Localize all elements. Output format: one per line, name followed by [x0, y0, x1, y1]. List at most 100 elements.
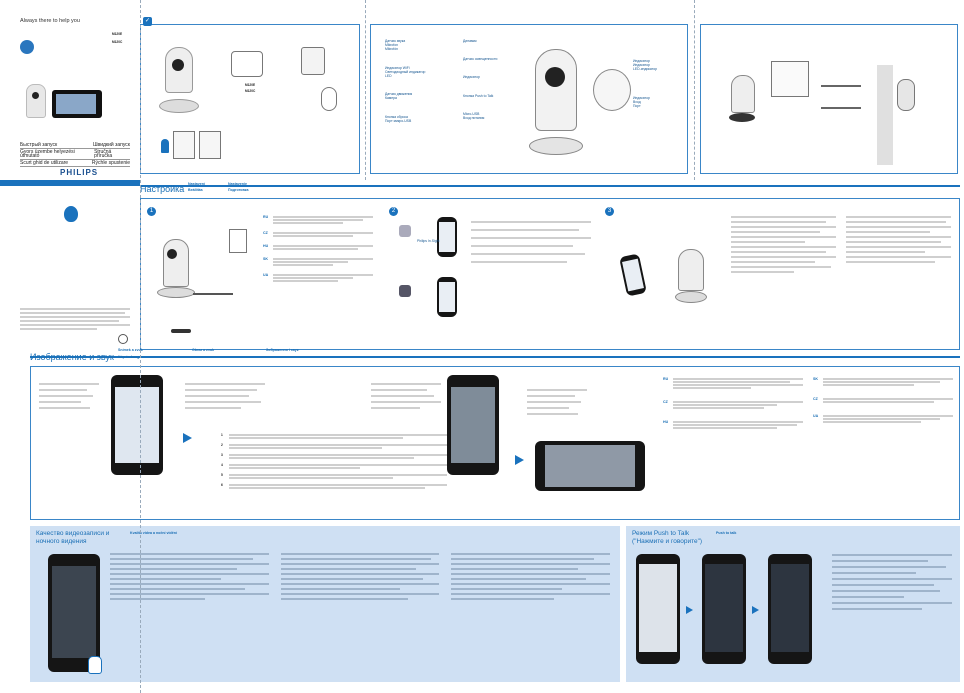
- list-number: 2: [221, 443, 223, 447]
- camera-pairing-image: [675, 249, 707, 305]
- image-sound-subtitle: Obraz a zvuk: [192, 348, 215, 352]
- phone-app-store: [437, 217, 457, 257]
- camera-image: [729, 75, 755, 125]
- philips-shield-icon: [64, 206, 78, 222]
- wall-image: [771, 61, 809, 97]
- manual-image: [173, 131, 195, 159]
- phone-labels-far: [527, 385, 587, 419]
- box-contents-panel: ✓ M120E M120C: [140, 17, 360, 174]
- setup-bar: [140, 185, 960, 187]
- quality-title: Качество видеозаписи и ночного видения: [36, 530, 110, 545]
- lang-code: CZ: [263, 231, 268, 235]
- screws-image: [821, 85, 861, 109]
- arrow-right-icon: [686, 606, 693, 614]
- manual-image: [199, 131, 221, 159]
- image-sound-subtitle: Kép és hang: [118, 355, 140, 359]
- step-badge: 2: [389, 207, 398, 216]
- setup-panel: 1 2 3 RU CZ HU SK UA Philips In.Sight: [140, 198, 960, 350]
- label: Светодиодный индикатор: [385, 69, 426, 74]
- image-sound-text: RU CZ HU SK CZ UA: [663, 377, 953, 430]
- phone-labels-mid: [185, 379, 265, 413]
- phone-ptt-1: [636, 554, 680, 664]
- setup-step2-text: [471, 215, 591, 269]
- lang-code: UA: [263, 273, 269, 277]
- setup-step3-text: [731, 213, 951, 276]
- product-image: [22, 80, 122, 130]
- push-to-talk-panel: Режим Push to Talk ("Нажмите и говорите"…: [626, 526, 960, 682]
- guide-label: Rýchle spustenie: [91, 160, 130, 166]
- mounting-panel: [700, 24, 958, 174]
- setup-step1-text: RU CZ HU SK UA: [263, 215, 373, 283]
- lang-code: CZ: [663, 400, 668, 404]
- overview-labels-far: Индикатор Индикатор LED-индикатор Индика…: [633, 59, 681, 108]
- power-setup-illustration: [151, 229, 251, 333]
- label: Вход: [633, 99, 641, 104]
- mount-image: [231, 51, 263, 77]
- label: Индикатор: [463, 75, 480, 80]
- lang-code: SK: [813, 377, 818, 381]
- overview-panel: Датчик звука Mikrofon Mikrofón Индикатор…: [370, 24, 688, 174]
- legal-text: [20, 308, 130, 332]
- phone-labels-left: [39, 379, 99, 413]
- label: Micro-USB: [463, 111, 480, 116]
- guide-label: Швидкий запуск: [92, 142, 130, 148]
- phone-ptt-3: [768, 554, 812, 664]
- brand-strip: [0, 180, 140, 186]
- label: Датчик звука: [385, 39, 406, 43]
- arrow-right-icon: [515, 455, 524, 465]
- image-sound-title: Изображение и звук: [30, 352, 114, 362]
- setup-subtitle: Beállítás: [188, 188, 203, 192]
- guide-label: Быстрый запуск: [20, 142, 58, 148]
- phone-pairing: [619, 253, 647, 297]
- guide-label: Scurt ghid de utilizare: [20, 160, 69, 166]
- model-1: M120E: [112, 32, 123, 36]
- fold-line: [140, 0, 141, 693]
- step-badge: 3: [605, 207, 614, 216]
- tagline: Always there to help you: [20, 18, 80, 24]
- camera-diagram: [529, 49, 583, 159]
- lang-code: UA: [813, 414, 819, 418]
- lang-code: SK: [263, 257, 268, 261]
- image-sound-panel: 1 2 3 4 5 6 RU CZ HU: [30, 366, 960, 520]
- label: Динамик: [463, 39, 477, 43]
- step-a-badge: ✓: [143, 17, 152, 26]
- user-icon: [161, 139, 169, 153]
- quality-panel: Качество видеозаписи и ночного видения K…: [30, 526, 620, 682]
- label: Кнопка Push to Talk: [463, 93, 494, 98]
- phone-camera-list: [111, 375, 163, 475]
- play-store-icon: [399, 285, 411, 297]
- phone-quality: [48, 554, 100, 672]
- arrow-right-icon: [183, 433, 192, 443]
- label: Индикатор: [633, 95, 650, 100]
- setup-subtitle: Подготовка: [228, 188, 249, 192]
- mounted-camera-image: [897, 79, 915, 111]
- setup-subtitle: Nastavenie: [228, 182, 247, 186]
- label: LED: [385, 74, 392, 79]
- list-number: 1: [221, 433, 223, 437]
- push-to-talk-subtitle: Push to talk: [716, 531, 737, 535]
- label: Mikrofon: [385, 43, 399, 48]
- label: Индикатор: [633, 63, 650, 68]
- setup-title: Настройка: [140, 184, 185, 194]
- app-store-icon: [399, 225, 411, 237]
- wall-image: [877, 65, 893, 165]
- list-number: 6: [221, 483, 223, 487]
- lang-code: HU: [263, 244, 269, 248]
- list-number: 3: [221, 453, 223, 457]
- label: Индикатор: [633, 59, 650, 63]
- push-to-talk-title: Режим Push to Talk: [632, 530, 690, 537]
- image-sound-subtitle: Snímek a zvuk: [118, 348, 143, 352]
- cable-image: [321, 87, 337, 111]
- product-badge-icon: [20, 40, 34, 54]
- overview-labels-left: Датчик звука Mikrofon Mikrofón Индикатор…: [385, 39, 443, 123]
- label: Mikrofón: [385, 47, 399, 52]
- push-to-talk-text: [832, 550, 952, 614]
- label: Индикатор WiFi: [385, 65, 410, 70]
- adapter-image: [301, 47, 325, 75]
- fold-line: [365, 0, 366, 180]
- arrow-right-icon: [752, 606, 759, 614]
- label: LED-индикатор: [633, 67, 658, 72]
- lang-code: RU: [263, 215, 269, 219]
- label: Камера: [385, 96, 397, 101]
- hand-pointer-icon: [88, 656, 102, 674]
